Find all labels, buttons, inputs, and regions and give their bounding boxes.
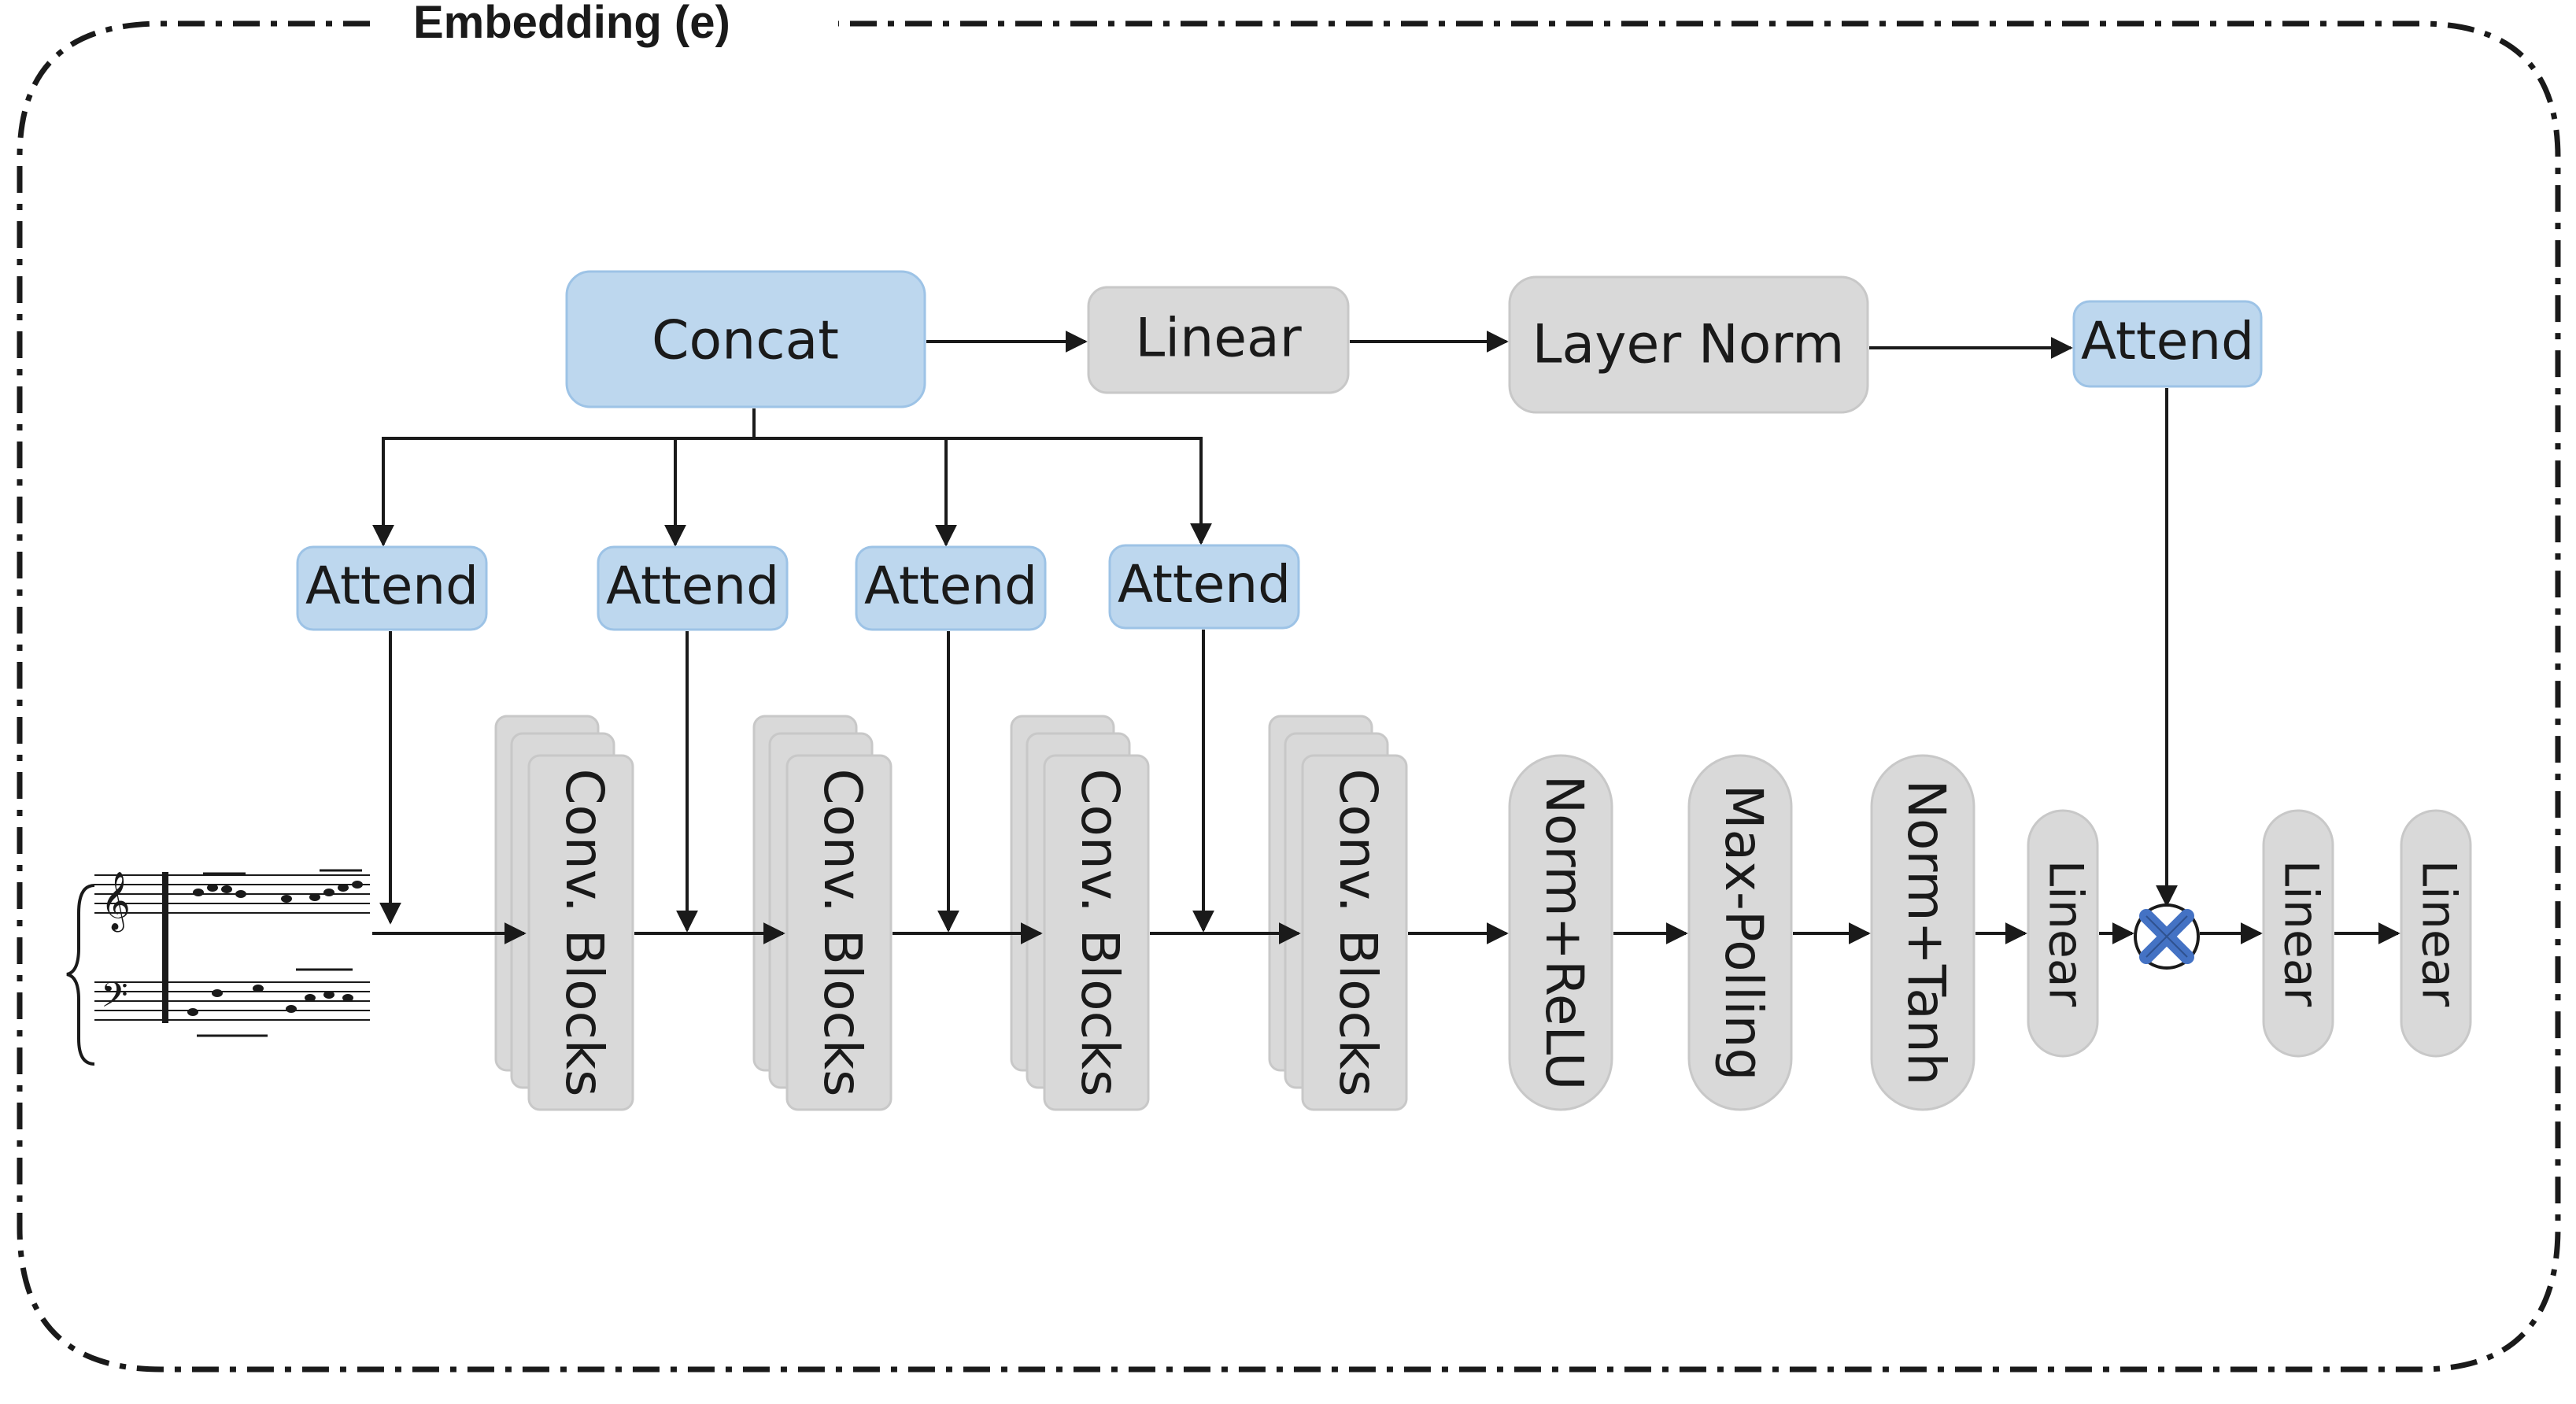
linear-label-3: Linear: [2411, 860, 2466, 1007]
linear-box-top: Linear: [1087, 286, 1350, 394]
max-pooling-label: Max-Polling: [1713, 785, 1774, 1081]
attend-box-1: Attend: [296, 545, 488, 631]
conv-block-label-1: Conv. Blocks: [554, 768, 615, 1096]
conv-block-label-3: Conv. Blocks: [1070, 768, 1130, 1096]
attend-label-1: Attend: [305, 556, 479, 616]
linear-top-label: Linear: [1135, 308, 1301, 370]
attend-box-3: Attend: [855, 545, 1047, 631]
attend-label-3: Attend: [864, 556, 1037, 616]
conv-block-stack-1: Conv. Blocks: [494, 715, 634, 1111]
sheet-music-icon: 𝄞 𝄢: [66, 869, 370, 1066]
attend-box-2: Attend: [597, 545, 789, 631]
attend-label-4: Attend: [1118, 554, 1291, 615]
conv-block-stack-4: Conv. Blocks: [1268, 715, 1408, 1111]
embedding-frame: [17, 20, 2561, 1373]
layer-norm-box: Layer Norm: [1508, 275, 1869, 414]
linear-box-3: Linear: [2400, 809, 2472, 1058]
norm-relu-box: Norm+ReLU: [1508, 754, 1613, 1111]
attend-box-top: Attend: [2072, 300, 2263, 388]
concat-label: Concat: [652, 310, 839, 372]
attend-label-2: Attend: [606, 556, 779, 616]
attend-top-label: Attend: [2081, 311, 2254, 371]
norm-relu-label: Norm+ReLU: [1534, 775, 1595, 1091]
concat-box: Concat: [565, 270, 926, 408]
multiply-icon: [2134, 903, 2200, 970]
norm-tanh-box: Norm+Tanh: [1870, 754, 1975, 1111]
svg-text:𝄢: 𝄢: [101, 974, 128, 1024]
conv-block-label-4: Conv. Blocks: [1328, 768, 1388, 1096]
linear-box-2: Linear: [2262, 809, 2334, 1058]
layer-norm-label: Layer Norm: [1532, 314, 1845, 376]
frame-title: Embedding (e): [413, 0, 730, 48]
conv-block-stack-2: Conv. Blocks: [752, 715, 893, 1111]
linear-box-1: Linear: [2027, 809, 2099, 1058]
conv-block-label-2: Conv. Blocks: [812, 768, 873, 1096]
max-pooling-box: Max-Polling: [1687, 754, 1793, 1111]
linear-label-2: Linear: [2273, 860, 2328, 1007]
norm-tanh-label: Norm+Tanh: [1896, 780, 1957, 1086]
linear-label-1: Linear: [2038, 860, 2093, 1007]
svg-text:𝄞: 𝄞: [101, 872, 131, 933]
attend-box-4: Attend: [1108, 544, 1300, 630]
conv-block-stack-3: Conv. Blocks: [1010, 715, 1150, 1111]
